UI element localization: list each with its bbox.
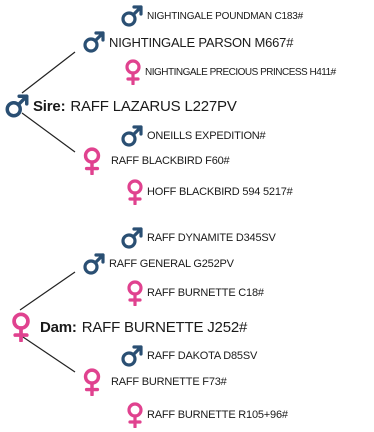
- pedigree-node-dam-dam-dam[interactable]: RAFF BURNETTE R105+96#: [126, 402, 288, 428]
- pedigree-node-sire-sire-dam[interactable]: NIGHTINGALE PRECIOUS PRINCESS H411#: [124, 59, 336, 85]
- pedigree-node-sire-dam[interactable]: RAFF BLACKBIRD F60#: [82, 147, 230, 175]
- female-icon: [83, 368, 101, 396]
- animal-name: NIGHTINGALE PRECIOUS PRINCESS H411#: [145, 66, 336, 78]
- male-icon: [121, 5, 143, 27]
- animal-name: RAFF DYNAMITE D345SV: [147, 232, 276, 244]
- animal-name: RAFF BURNETTE R105+96#: [147, 409, 288, 421]
- animal-name: NIGHTINGALE POUNDMAN C183#: [147, 10, 303, 22]
- pedigree-node-dam-sire[interactable]: RAFF GENERAL G252PV: [82, 253, 234, 275]
- role-label-sire: Sire:: [33, 97, 66, 115]
- female-icon: [125, 59, 141, 85]
- pedigree-node-sire-sire-sire[interactable]: NIGHTINGALE POUNDMAN C183#: [120, 5, 303, 27]
- male-icon: [83, 253, 105, 275]
- pedigree-node-sire[interactable]: Sire: RAFF LAZARUS L227PV: [4, 94, 237, 118]
- pedigree-node-dam-dam-sire[interactable]: RAFF DAKOTA D85SV: [120, 345, 257, 367]
- male-icon: [5, 94, 29, 118]
- animal-name: RAFF GENERAL G252PV: [109, 258, 234, 270]
- pedigree-node-dam-sire-dam[interactable]: RAFF BURNETTE C18#: [126, 280, 264, 306]
- animal-name: RAFF LAZARUS L227PV: [70, 97, 237, 115]
- female-icon: [127, 179, 143, 205]
- animal-name: NIGHTINGALE PARSON M667#: [109, 34, 294, 50]
- male-icon: [121, 227, 143, 249]
- female-icon: [127, 280, 143, 306]
- connector-dam-to-maternal-granddam: [19, 334, 76, 373]
- male-icon: [83, 31, 105, 53]
- female-icon: [127, 402, 143, 428]
- pedigree-node-sire-dam-dam[interactable]: HOFF BLACKBIRD 594 5217#: [126, 179, 293, 205]
- male-icon: [121, 345, 143, 367]
- animal-name: RAFF BURNETTE C18#: [147, 287, 264, 299]
- animal-name: RAFF DAKOTA D85SV: [147, 350, 258, 362]
- male-icon: [121, 125, 143, 147]
- animal-name: RAFF BLACKBIRD F60#: [111, 155, 230, 167]
- animal-name: RAFF BURNETTE F73#: [111, 376, 227, 388]
- animal-name: RAFF BURNETTE J252#: [81, 318, 248, 336]
- role-label-dam: Dam:: [40, 318, 77, 336]
- pedigree-node-sire-dam-sire[interactable]: ONEILLS EXPEDITION#: [120, 125, 266, 147]
- female-icon: [12, 312, 30, 342]
- pedigree-node-dam[interactable]: Dam: RAFF BURNETTE J252#: [10, 312, 247, 342]
- animal-name: ONEILLS EXPEDITION#: [147, 130, 266, 142]
- connector-sire-to-paternal-grandsire: [21, 51, 76, 94]
- pedigree-node-sire-sire[interactable]: NIGHTINGALE PARSON M667#: [82, 31, 293, 53]
- pedigree-node-dam-sire-sire[interactable]: RAFF DYNAMITE D345SV: [120, 227, 276, 249]
- pedigree-node-dam-dam[interactable]: RAFF BURNETTE F73#: [82, 368, 227, 396]
- connector-dam-to-maternal-grandsire: [19, 271, 76, 311]
- animal-name: HOFF BLACKBIRD 594 5217#: [147, 186, 293, 198]
- connector-sire-to-paternal-granddam: [21, 112, 76, 153]
- female-icon: [83, 147, 101, 175]
